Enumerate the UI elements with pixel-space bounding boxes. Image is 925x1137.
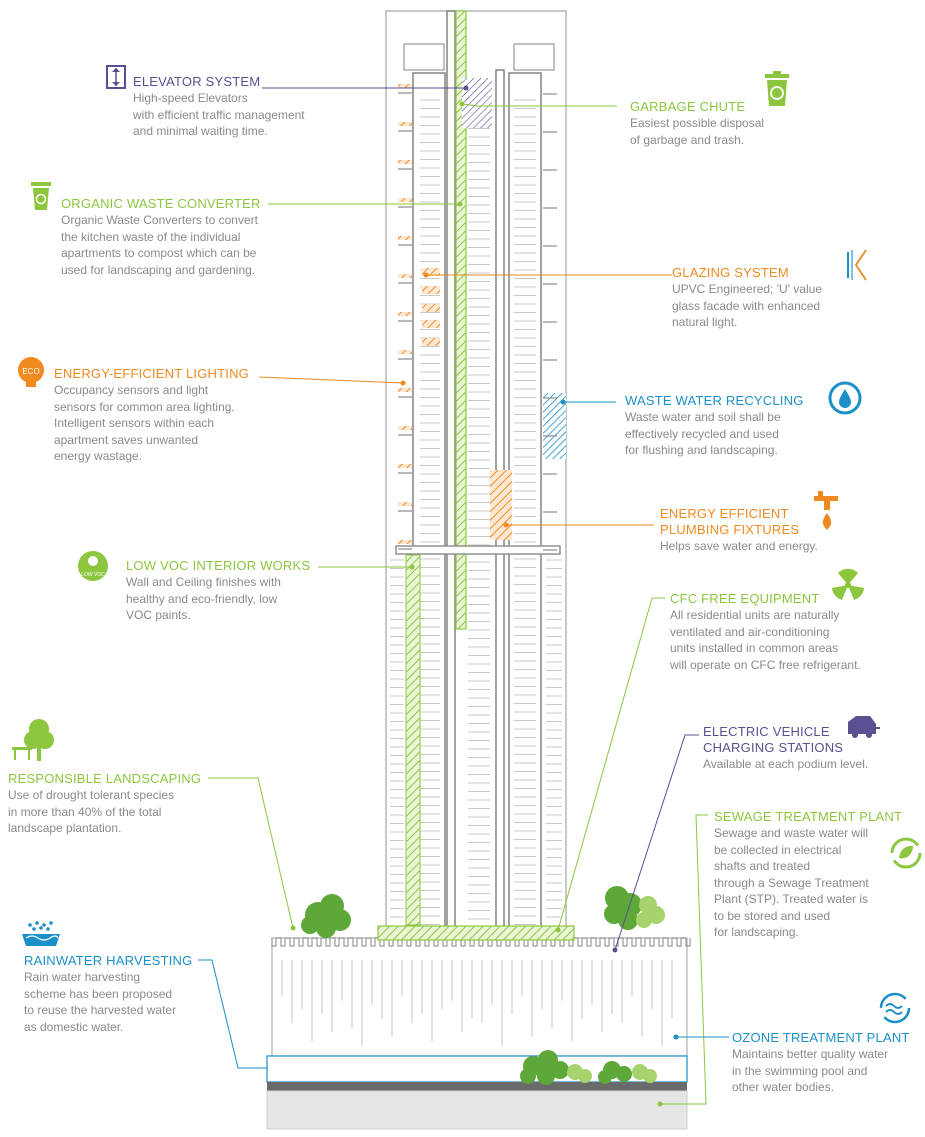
callout-title: WASTE WATER RECYCLING xyxy=(625,393,804,408)
fan-icon xyxy=(832,568,864,600)
glazing-icon xyxy=(847,249,867,281)
callout-sewage-treatment-plant: SEWAGE TREATMENT PLANT Sewage and waste … xyxy=(714,809,902,941)
callout-low-voc-interior: LOW VOC INTERIOR WORKS Wall and Ceiling … xyxy=(126,558,310,624)
water-recycle-icon xyxy=(828,381,862,415)
low-voc-icon: LOW VOC xyxy=(78,551,108,581)
callout-glazing-system: GLAZING SYSTEM UPVC Engineered; 'U' valu… xyxy=(672,265,822,331)
tree-bench-icon xyxy=(12,719,54,761)
eco-bulb-icon: ECO xyxy=(18,357,44,387)
elevator-icon xyxy=(106,65,126,89)
leader-lines xyxy=(198,85,729,1107)
ozone-wave-icon xyxy=(879,992,911,1024)
callout-desc: Available at each podium level. xyxy=(703,757,869,771)
callout-title: ELEVATOR SYSTEM xyxy=(133,74,261,89)
callout-title: RESPONSIBLE LANDSCAPING xyxy=(8,771,202,786)
callout-waste-water-recycling: WASTE WATER RECYCLING Waste water and so… xyxy=(625,393,804,459)
callout-responsible-landscaping: RESPONSIBLE LANDSCAPING Use of drought t… xyxy=(8,771,201,837)
callout-desc: Helps save water and energy. xyxy=(660,539,818,553)
callout-title: CFC FREE EQUIPMENT xyxy=(670,591,820,606)
callout-energy-efficient-lighting: ENERGY-EFFICIENT LIGHTING Occupancy sens… xyxy=(54,366,249,465)
faucet-icon xyxy=(814,491,838,530)
callout-title: LOW VOC INTERIOR WORKS xyxy=(126,558,311,573)
callout-title: GLAZING SYSTEM xyxy=(672,265,789,280)
rain-tub-icon xyxy=(22,921,60,946)
callout-organic-waste-converter: ORGANIC WASTE CONVERTER Organic Waste Co… xyxy=(61,196,261,278)
recycle-bin-icon xyxy=(765,71,789,106)
callout-title: GARBAGE CHUTE xyxy=(630,99,746,114)
callout-title: RAINWATER HARVESTING xyxy=(24,953,193,968)
callout-title: ORGANIC WASTE CONVERTER xyxy=(61,196,261,211)
callout-rainwater-harvesting: RAINWATER HARVESTING Rain water harvesti… xyxy=(24,953,192,1035)
svg-text:LOW VOC: LOW VOC xyxy=(81,572,105,578)
podium xyxy=(266,925,691,1130)
tower xyxy=(385,10,567,932)
callout-title: OZONE TREATMENT PLANT xyxy=(732,1030,910,1045)
electric-car-icon xyxy=(848,716,880,738)
svg-text:ECO: ECO xyxy=(22,367,39,376)
callout-cfc-free-equipment: CFC FREE EQUIPMENT All residential units… xyxy=(670,591,861,673)
callout-ozone-treatment-plant: OZONE TREATMENT PLANT Maintains better q… xyxy=(732,1030,910,1096)
callout-title: ENERGY-EFFICIENT LIGHTING xyxy=(54,366,249,381)
trees xyxy=(301,886,665,1085)
callout-title: SEWAGE TREATMENT PLANT xyxy=(714,809,903,824)
leaf-cycle-icon xyxy=(890,837,922,869)
compost-bin-icon xyxy=(31,182,51,210)
